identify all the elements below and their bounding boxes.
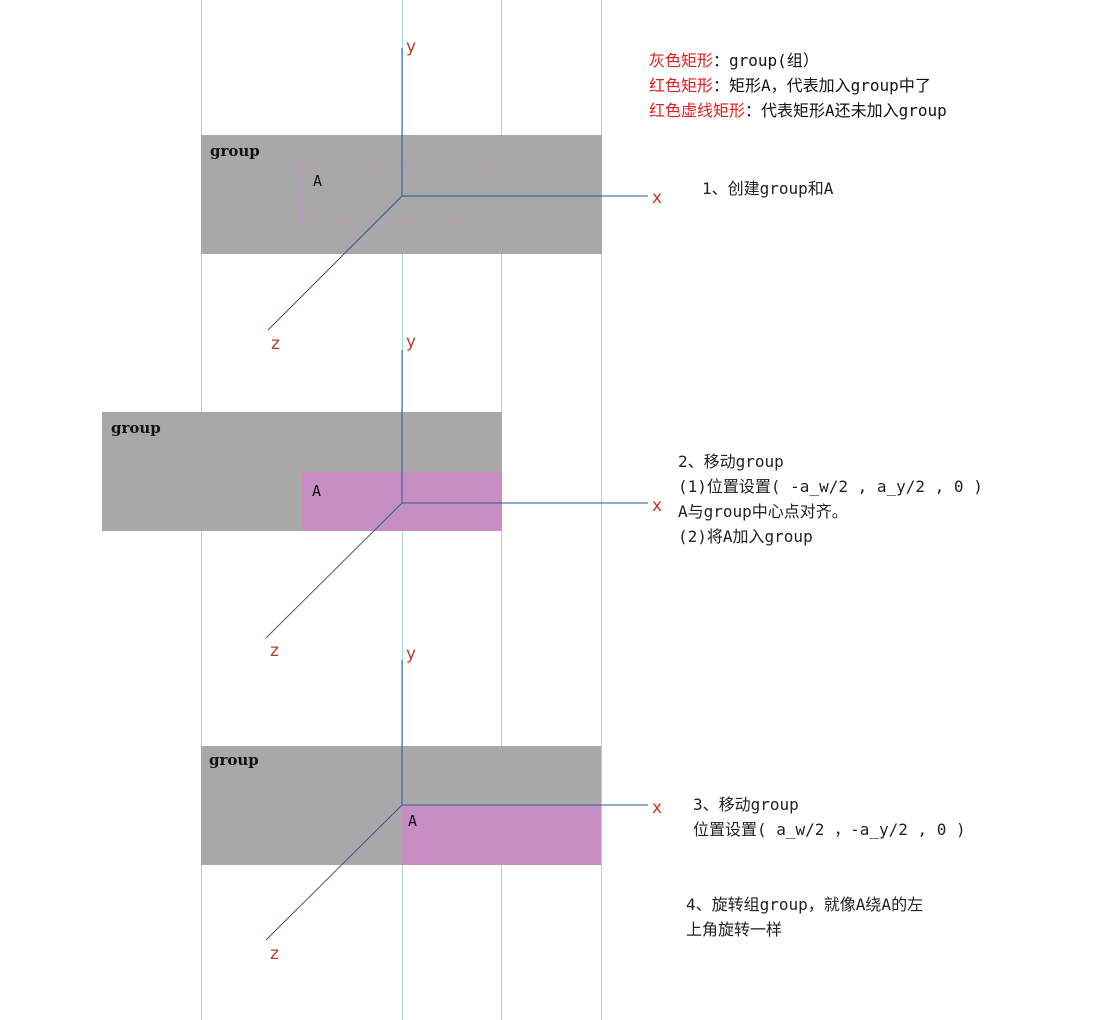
- group-label: group: [111, 419, 161, 437]
- z-axis-label: z: [271, 334, 280, 354]
- axes: [265, 660, 648, 941]
- z-axis: [265, 502, 403, 639]
- a-label: A: [312, 482, 322, 500]
- x-axis-label: x: [652, 798, 663, 818]
- panel-note: (2)将A加入group: [678, 527, 813, 546]
- z-axis-label: z: [270, 641, 279, 661]
- panel-note: 1、创建group和A: [702, 179, 834, 198]
- legend-value: ：代表矩形A还未加入group: [745, 101, 947, 120]
- legend-value: ：矩形A，代表加入group中了: [713, 76, 931, 95]
- panel-note: A与group中心点对齐。: [678, 502, 848, 521]
- legend-line-gray: 灰色矩形：group(组）: [649, 47, 819, 71]
- panel-2: [102, 350, 648, 639]
- y-axis-label: y: [406, 332, 417, 352]
- final-note-line: 4、旋转组group，就像A绕A的左: [686, 895, 924, 914]
- z-axis: [267, 195, 403, 331]
- group-label: group: [209, 751, 259, 769]
- a-label: A: [313, 172, 323, 190]
- panel-note: 2、移动group: [678, 452, 784, 471]
- axes: [265, 350, 648, 639]
- axes: [267, 48, 648, 331]
- a-label: A: [408, 812, 418, 830]
- group-label: group: [210, 142, 260, 160]
- a-rect: [402, 805, 601, 865]
- x-axis-label: x: [652, 188, 663, 208]
- panel-note: 位置设置( a_w/2 ，-a_y/2 , 0 ): [693, 820, 966, 839]
- final-note-line: 上角旋转一样: [686, 920, 783, 939]
- panel-note: (1)位置设置( -a_w/2 , a_y/2 , 0 ): [678, 477, 983, 496]
- legend-key: 红色虚线矩形: [649, 101, 746, 120]
- legend-key: 红色矩形: [649, 76, 714, 95]
- panel-3: [201, 660, 648, 941]
- legend-value: ：group(组）: [713, 51, 819, 70]
- panel-1: [201, 48, 648, 331]
- y-axis-label: y: [406, 644, 417, 664]
- legend-line-red-dashed: 红色虚线矩形：代表矩形A还未加入group: [649, 97, 947, 121]
- z-axis-label: z: [270, 944, 279, 964]
- x-axis-label: x: [652, 496, 663, 516]
- panel-note: 3、移动group: [693, 795, 799, 814]
- legend-line-red: 红色矩形：矩形A，代表加入group中了: [649, 72, 931, 96]
- z-axis: [265, 804, 403, 941]
- y-axis-label: y: [406, 37, 417, 57]
- legend-key: 灰色矩形: [649, 51, 714, 70]
